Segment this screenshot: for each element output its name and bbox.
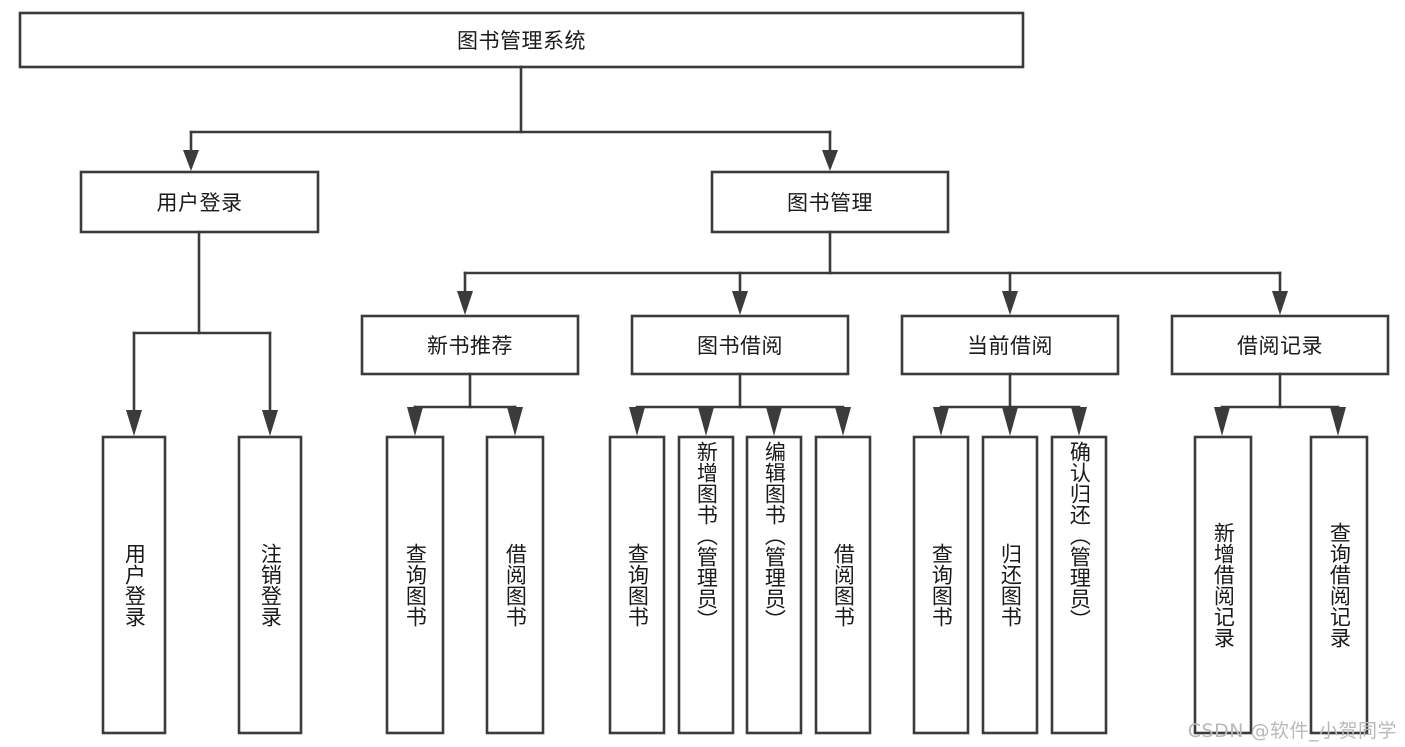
arrowhead-borrow-leaf-1 [629,407,645,436]
arrowhead-current-leaf-3 [1071,407,1087,436]
node-book-borrow-box[interactable] [630,314,850,376]
leaf-query-book-1-box[interactable] [385,435,445,735]
arrowhead-record-leaf-1 [1214,407,1230,436]
arrowhead-recommend-leaf-2 [507,407,523,436]
arrowhead-book-manage-child-2 [732,291,748,315]
arrowhead-record-leaf-2 [1330,407,1346,436]
arrowhead-user-login-leaf-2 [262,410,278,436]
leaf-confirm-return-box[interactable] [1050,435,1108,735]
leaf-edit-book-box[interactable] [745,435,803,735]
arrowhead-book-manage-child-3 [1002,291,1018,315]
arrowhead-user-login-leaf-1 [126,410,142,436]
leaf-borrow-book-2-box[interactable] [814,435,872,735]
leaf-user-login-box[interactable] [101,435,167,735]
node-new-book-recommend-box[interactable] [360,314,580,376]
leaf-query-book-2-box[interactable] [608,435,666,735]
leaf-user-logout-box[interactable] [237,435,303,735]
node-current-borrow-box[interactable] [900,314,1120,376]
leaf-query-book-3-box[interactable] [912,435,970,735]
csdn-watermark: CSDN @软件_小贺同学 [1187,720,1397,742]
node-root-box[interactable] [18,11,1025,69]
leaf-borrow-book-1-box[interactable] [485,435,545,735]
arrowhead-recommend-leaf-1 [407,407,423,436]
arrowhead-borrow-leaf-4 [835,407,851,436]
arrowhead-book-manage-child-4 [1272,291,1288,315]
node-book-manage-box[interactable] [710,170,950,234]
arrowhead-book-manage-child-1 [457,291,473,315]
arrowhead-borrow-leaf-2 [698,407,714,436]
node-user-login-box[interactable] [79,170,320,234]
node-borrow-record-box[interactable] [1170,314,1390,376]
leaf-query-record-box[interactable] [1309,435,1369,735]
arrowhead-root-to-user-login [183,150,199,171]
arrowhead-current-leaf-1 [933,407,949,436]
leaf-return-book-box[interactable] [981,435,1039,735]
arrowhead-borrow-leaf-3 [766,407,782,436]
leaf-add-book-box[interactable] [677,435,735,735]
arrowhead-root-to-book-manage [822,150,838,171]
arrowhead-current-leaf-2 [1002,407,1018,436]
leaf-add-record-box[interactable] [1193,435,1253,735]
